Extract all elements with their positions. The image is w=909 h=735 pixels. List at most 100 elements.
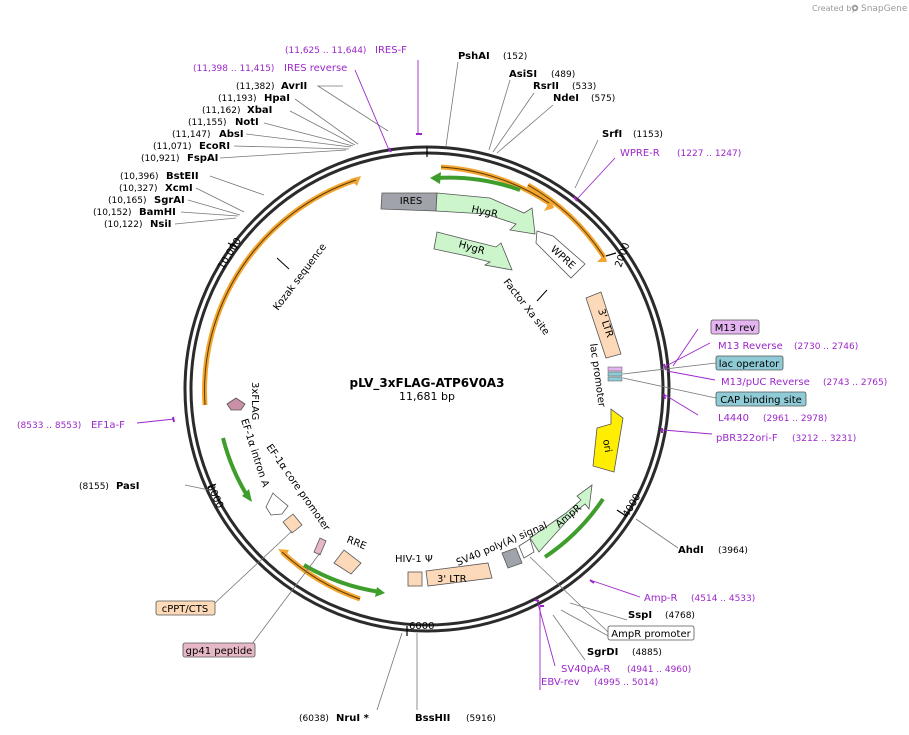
feature-ltr-small [407, 571, 423, 587]
orange-arrowhead-3 [350, 176, 361, 186]
feature-ef1a-intron-label: EF-1α intron A [238, 418, 271, 489]
feature-factor-xa: Factor Xa site [501, 277, 552, 337]
enzyme-bamhi: BamHI [139, 207, 176, 218]
box-m13-rev: M13 rev [710, 319, 760, 335]
enzyme-ahdi: AhdI [678, 545, 704, 556]
primer-ef1a-f-range: (8533 .. 8553) [17, 421, 81, 431]
enzyme-sspi: SspI [628, 610, 652, 621]
feature-ori: ori [592, 408, 624, 473]
svg-text:gp41 peptide: gp41 peptide [186, 646, 253, 657]
enzyme-pasi-pos: (8155) [79, 482, 109, 492]
box-lac-operator: lac operator [715, 355, 784, 371]
primer-m13-reverse-range: (2730 .. 2746) [794, 342, 858, 352]
tick-10000 [227, 242, 239, 249]
enzyme-xcmi: XcmI [165, 183, 193, 194]
feature-3ltr-bottom-label: 3' LTR [437, 574, 467, 585]
enzyme-avrii: AvrII [281, 81, 307, 92]
enzyme-xbai-pos: (11,162) [202, 106, 241, 116]
enzyme-xcmi-pos: (10,327) [119, 184, 158, 194]
feature-factor-xa-label: Factor Xa site [501, 277, 552, 337]
feature-cppt-shape [282, 513, 303, 534]
enzyme-srfi: SrfI [602, 129, 622, 140]
enzyme-hpai: HpaI [264, 93, 290, 104]
primer-m13-puc-reverse: M13/pUC Reverse [721, 377, 810, 388]
feature-hiv-label: HIV-1 Ψ [395, 554, 433, 565]
feature-hygr-1-label: HygR [470, 204, 498, 220]
enzyme-bamhi-pos: (10,152) [93, 208, 132, 218]
plasmid-length: 11,681 bp [399, 390, 455, 403]
tick-4000 [616, 509, 627, 517]
feature-gp41-shape [313, 537, 327, 556]
primer-m13-puc-reverse-range: (2743 .. 2765) [823, 378, 887, 388]
box-leader-lines [214, 362, 717, 645]
green-arrowhead-1 [430, 172, 441, 184]
feature-ires-label: IRES [400, 196, 423, 207]
feature-wpre: WPRE [535, 230, 586, 279]
green-arrowhead-3 [375, 587, 385, 597]
enzyme-nsii-pos: (10,122) [104, 220, 143, 230]
svg-text:EF-1α intron A: EF-1α intron A [238, 418, 271, 489]
enzyme-fspai: FspAI [187, 153, 218, 164]
primer-ires-reverse: IRES reverse [284, 63, 347, 74]
enzyme-bsshii-pos: (5916) [466, 714, 496, 724]
enzyme-hpai-pos: (11,193) [218, 94, 257, 104]
green-arrowhead-2 [242, 489, 252, 502]
enzyme-ecori-pos: (11,071) [153, 142, 192, 152]
box-gp41-peptide: gp41 peptide [182, 642, 256, 658]
primer-amp-r: Amp-R [644, 593, 678, 604]
feature-ef1a-promoter-shape [265, 492, 289, 516]
enzyme-bsshii: BssHII [415, 713, 450, 724]
enzyme-leader-lines-right [184, 61, 679, 711]
box-ampr-promoter: AmpR promoter [607, 625, 695, 641]
box-cap-binding-site: CAP binding site [715, 391, 807, 407]
box-cppt-cts: cPPT/CTS [155, 600, 216, 616]
enzyme-sgrdi: SgrDI [587, 647, 618, 658]
svg-text:lac operator: lac operator [719, 359, 780, 370]
feature-3xflag-label: 3xFLAG [249, 382, 260, 420]
enzyme-sgrai: SgrAI [154, 195, 185, 206]
enzyme-avrii-pos: (11,382) [236, 82, 275, 92]
credit-text: Created by [812, 4, 856, 13]
enzyme-leader-lines-left [174, 85, 389, 225]
enzyme-absi-pos: (11,147) [172, 130, 211, 140]
primer-leader-lines [136, 60, 716, 690]
orange-arrowhead-1 [544, 199, 554, 211]
svg-text:cPPT/CTS: cPPT/CTS [162, 604, 208, 615]
feature-ampr: AmpR [529, 484, 593, 553]
primer-pbr322ori-f: pBR322ori-F [716, 433, 778, 444]
enzyme-bsteii-pos: (10,396) [120, 172, 159, 182]
feature-rre: RRE [333, 535, 368, 575]
svg-text:AmpR promoter: AmpR promoter [611, 629, 691, 640]
svg-text:M13 rev: M13 rev [715, 323, 756, 334]
feature-kozak: Kozak sequence [272, 242, 329, 313]
enzyme-sgrai-pos: (10,165) [108, 196, 147, 206]
enzyme-pshai: PshAI [458, 51, 490, 62]
primer-l4440: L4440 [718, 413, 749, 424]
green-arc-left [221, 437, 250, 499]
snapgene-logo-icon [851, 4, 859, 12]
primer-l4440-range: (2961 .. 2978) [763, 414, 827, 424]
enzyme-noti: NotI [235, 117, 259, 128]
feature-ori-label: ori [600, 439, 613, 454]
enzyme-nsii: NsiI [150, 219, 171, 230]
svg-text:CAP binding site: CAP binding site [720, 395, 802, 406]
green-arc-top [435, 175, 521, 192]
enzyme-ndei: NdeI [553, 93, 579, 104]
feature-hiv-psi: HIV-1 Ψ [395, 554, 433, 565]
primer-wpre-r-range: (1227 .. 1247) [677, 149, 741, 159]
enzyme-asisi-pos: (489) [551, 70, 575, 80]
enzyme-pshai-pos: (152) [503, 52, 527, 62]
enzyme-ndei-pos: (575) [591, 94, 615, 104]
scale-ticks [207, 147, 627, 636]
enzyme-srfi-pos: (1153) [633, 130, 663, 140]
primer-sv40pa-r-range: (4941 .. 4960) [627, 665, 691, 675]
enzyme-nrui-pos: (6038) [299, 714, 329, 724]
feature-hygr-1: HygR [435, 192, 536, 235]
tick-label-8000: 8000 [204, 483, 225, 511]
tick-8000 [207, 483, 217, 489]
feature-small-boxes [607, 366, 623, 382]
enzyme-bsteii: BstEII [166, 171, 199, 182]
green-arc-heads [242, 172, 441, 597]
primer-ires-f: IRES-F [375, 45, 407, 56]
enzyme-rsrii: RsrII [533, 81, 559, 92]
